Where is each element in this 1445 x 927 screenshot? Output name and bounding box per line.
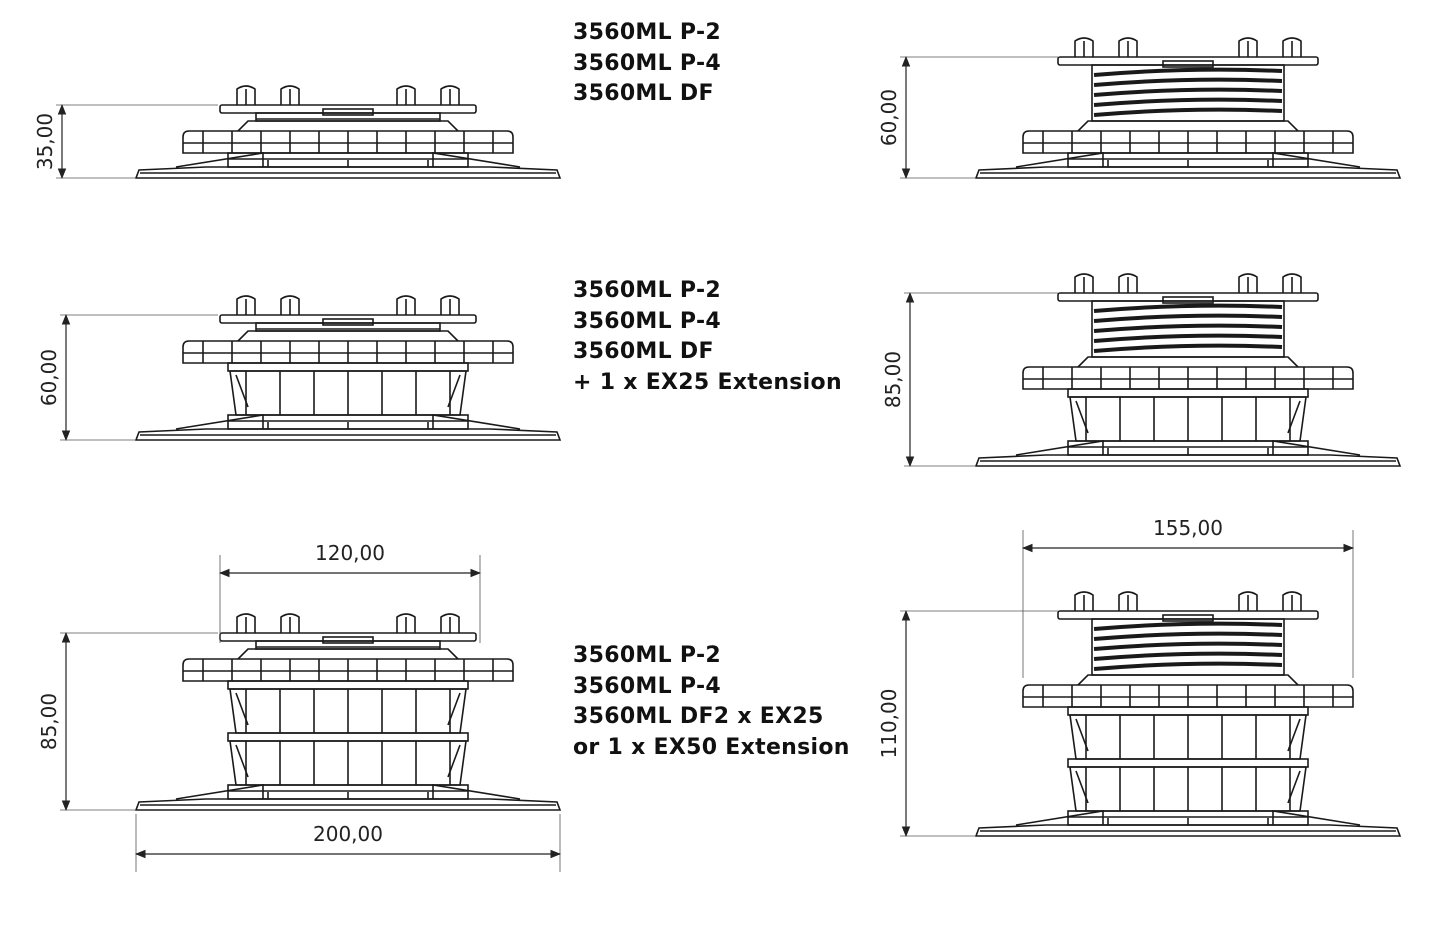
adjustment-ring: [1022, 674, 1354, 708]
svg-text:60,00: 60,00: [37, 349, 61, 406]
pedestal-p5: [134, 613, 562, 811]
svg-text:155,00: 155,00: [1153, 516, 1223, 540]
adjustment-ring: [182, 120, 514, 154]
svg-text:85,00: 85,00: [881, 351, 905, 408]
pedestal-base: [974, 810, 1402, 837]
thread-spring: [1091, 64, 1285, 122]
extension-ex25: [1067, 706, 1309, 760]
caption-line: + 1 x EX25 Extension: [573, 369, 842, 395]
height-dimension-p1: 35,00: [33, 103, 67, 180]
svg-text:120,00: 120,00: [315, 541, 385, 565]
caption-line: 3560ML DF: [573, 81, 714, 106]
caption-line: 3560ML P-4: [573, 50, 721, 76]
caption-line: 3560ML DF2 x EX25: [573, 704, 824, 729]
head-width-dimension: 120,00: [218, 541, 482, 578]
thread-spring: [1091, 618, 1285, 676]
pedestal-p3: [134, 295, 562, 441]
height-dimension-p3: 60,00: [37, 313, 71, 442]
svg-text:85,00: 85,00: [37, 693, 61, 750]
ring-width-dimension: 155,00: [1021, 516, 1355, 553]
caption-line: 3560ML P-2: [573, 20, 721, 45]
height-dimension-p6: 110,00: [877, 609, 911, 838]
pedestal-base: [134, 152, 562, 179]
caption-line: 3560ML P-4: [573, 308, 721, 334]
pedestal-base: [974, 440, 1402, 467]
caption-line: 3560ML P-2: [573, 643, 721, 668]
thread-spring: [1091, 300, 1285, 358]
caption-pedestal-3: 3560ML P-2 3560ML P-4 3560ML DF + 1 x EX…: [573, 276, 842, 398]
threaded-stem: [255, 112, 441, 122]
height-dimension-p5: 85,00: [37, 631, 71, 812]
svg-text:35,00: 35,00: [33, 113, 57, 170]
extension-ex25: [1067, 388, 1309, 442]
pedestal-base: [134, 414, 562, 441]
support-head: [1057, 273, 1319, 304]
pedestal-base: [974, 152, 1402, 179]
adjustment-ring: [1022, 120, 1354, 154]
extension-ex25: [227, 680, 469, 734]
caption-line: or 1 x EX50 Extension: [573, 734, 850, 760]
height-dimension-p4: 85,00: [881, 291, 915, 468]
pedestal-p6: [974, 591, 1402, 837]
extension-ex25: [1067, 758, 1309, 812]
extension-ex25: [227, 362, 469, 416]
adjustment-ring: [182, 330, 514, 364]
caption-line: 3560ML P-4: [573, 673, 721, 699]
base-width-dimension: 200,00: [134, 822, 562, 859]
pedestal-p1: [134, 85, 562, 179]
caption-line: 3560ML P-2: [573, 278, 721, 303]
caption-line: 3560ML DF: [573, 339, 714, 364]
adjustment-ring: [182, 648, 514, 682]
caption-pedestal-5: 3560ML P-2 3560ML P-4 3560ML DF2 x EX25 …: [573, 641, 850, 763]
height-dimension-p2: 60,00: [877, 55, 911, 180]
support-head: [219, 295, 477, 326]
support-head: [219, 613, 477, 644]
pedestal-p2: [974, 37, 1402, 179]
pedestal-base: [134, 784, 562, 811]
extension-ex25: [227, 732, 469, 786]
svg-text:200,00: 200,00: [313, 822, 383, 846]
svg-text:110,00: 110,00: [877, 689, 901, 759]
adjustment-ring: [1022, 356, 1354, 390]
pedestal-p4: [974, 273, 1402, 467]
svg-text:60,00: 60,00: [877, 89, 901, 146]
support-head: [1057, 37, 1319, 68]
support-head: [219, 85, 477, 116]
caption-pedestal-1: 3560ML P-2 3560ML P-4 3560ML DF: [573, 18, 721, 110]
support-head: [1057, 591, 1319, 622]
